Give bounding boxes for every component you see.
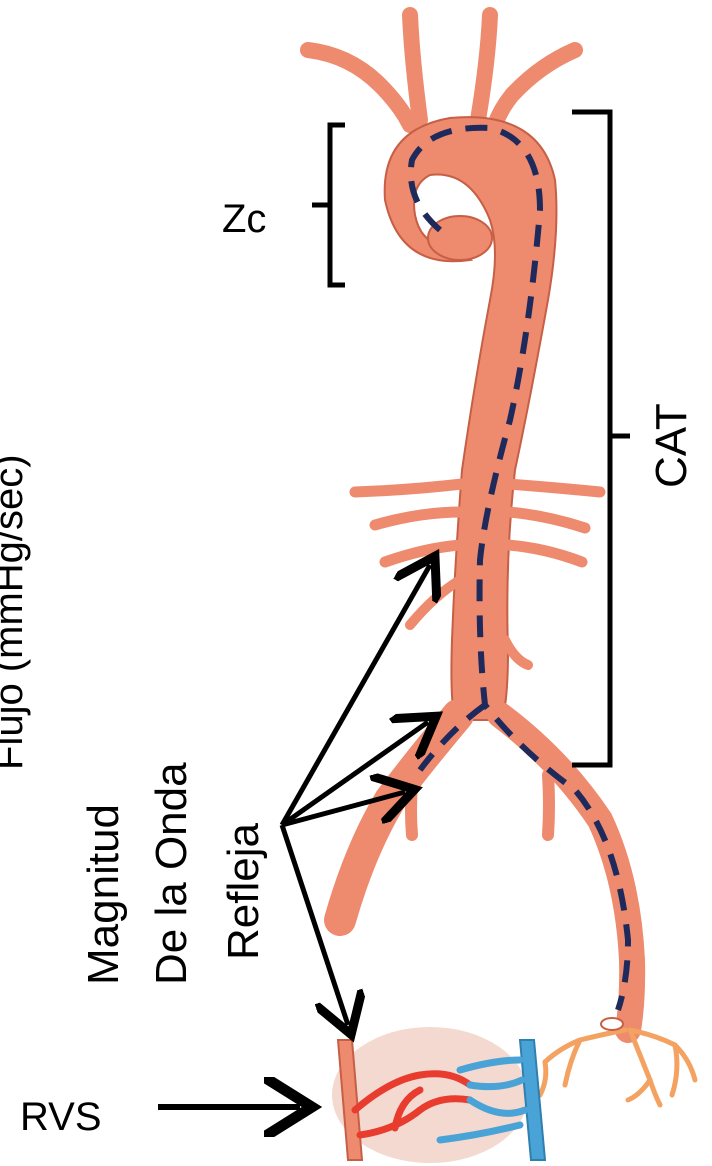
arch-branch-middle-left	[410, 15, 420, 120]
arch-branch-right	[495, 50, 575, 125]
reflection-label-line3: Refleja	[219, 823, 268, 960]
aorta-illustration	[308, 15, 695, 1105]
reflection-label-line2: De la Onda	[147, 762, 196, 985]
cat-bracket	[572, 112, 630, 765]
rvs-label: RVS	[20, 1095, 102, 1139]
iliac-artery-left	[340, 715, 458, 920]
internal-iliac-right	[548, 775, 549, 835]
vessel-opening	[601, 1018, 623, 1030]
zc-label: Zc	[222, 197, 266, 241]
reflection-label-line1: Magnitud	[79, 804, 128, 985]
renal-branch-left-upper	[355, 484, 462, 492]
internal-iliac-left	[411, 785, 412, 835]
renal-branch-right-upper	[508, 484, 600, 492]
distal-arterioles	[540, 1030, 695, 1105]
renal-branch-right	[508, 545, 582, 562]
capillary-bed	[332, 1027, 545, 1163]
mesenteric-branch-left	[375, 512, 462, 525]
arch-branch-middle-right	[478, 15, 490, 120]
renal-branch-left	[385, 545, 460, 562]
mesenteric-branch-right	[508, 512, 585, 528]
cat-label: CAT	[647, 403, 696, 488]
arch-bulge	[428, 216, 492, 260]
flow-axis-label: Flujo (mmHg/sec)	[0, 454, 31, 770]
arch-branch-left	[308, 50, 410, 125]
zc-bracket	[312, 125, 345, 285]
